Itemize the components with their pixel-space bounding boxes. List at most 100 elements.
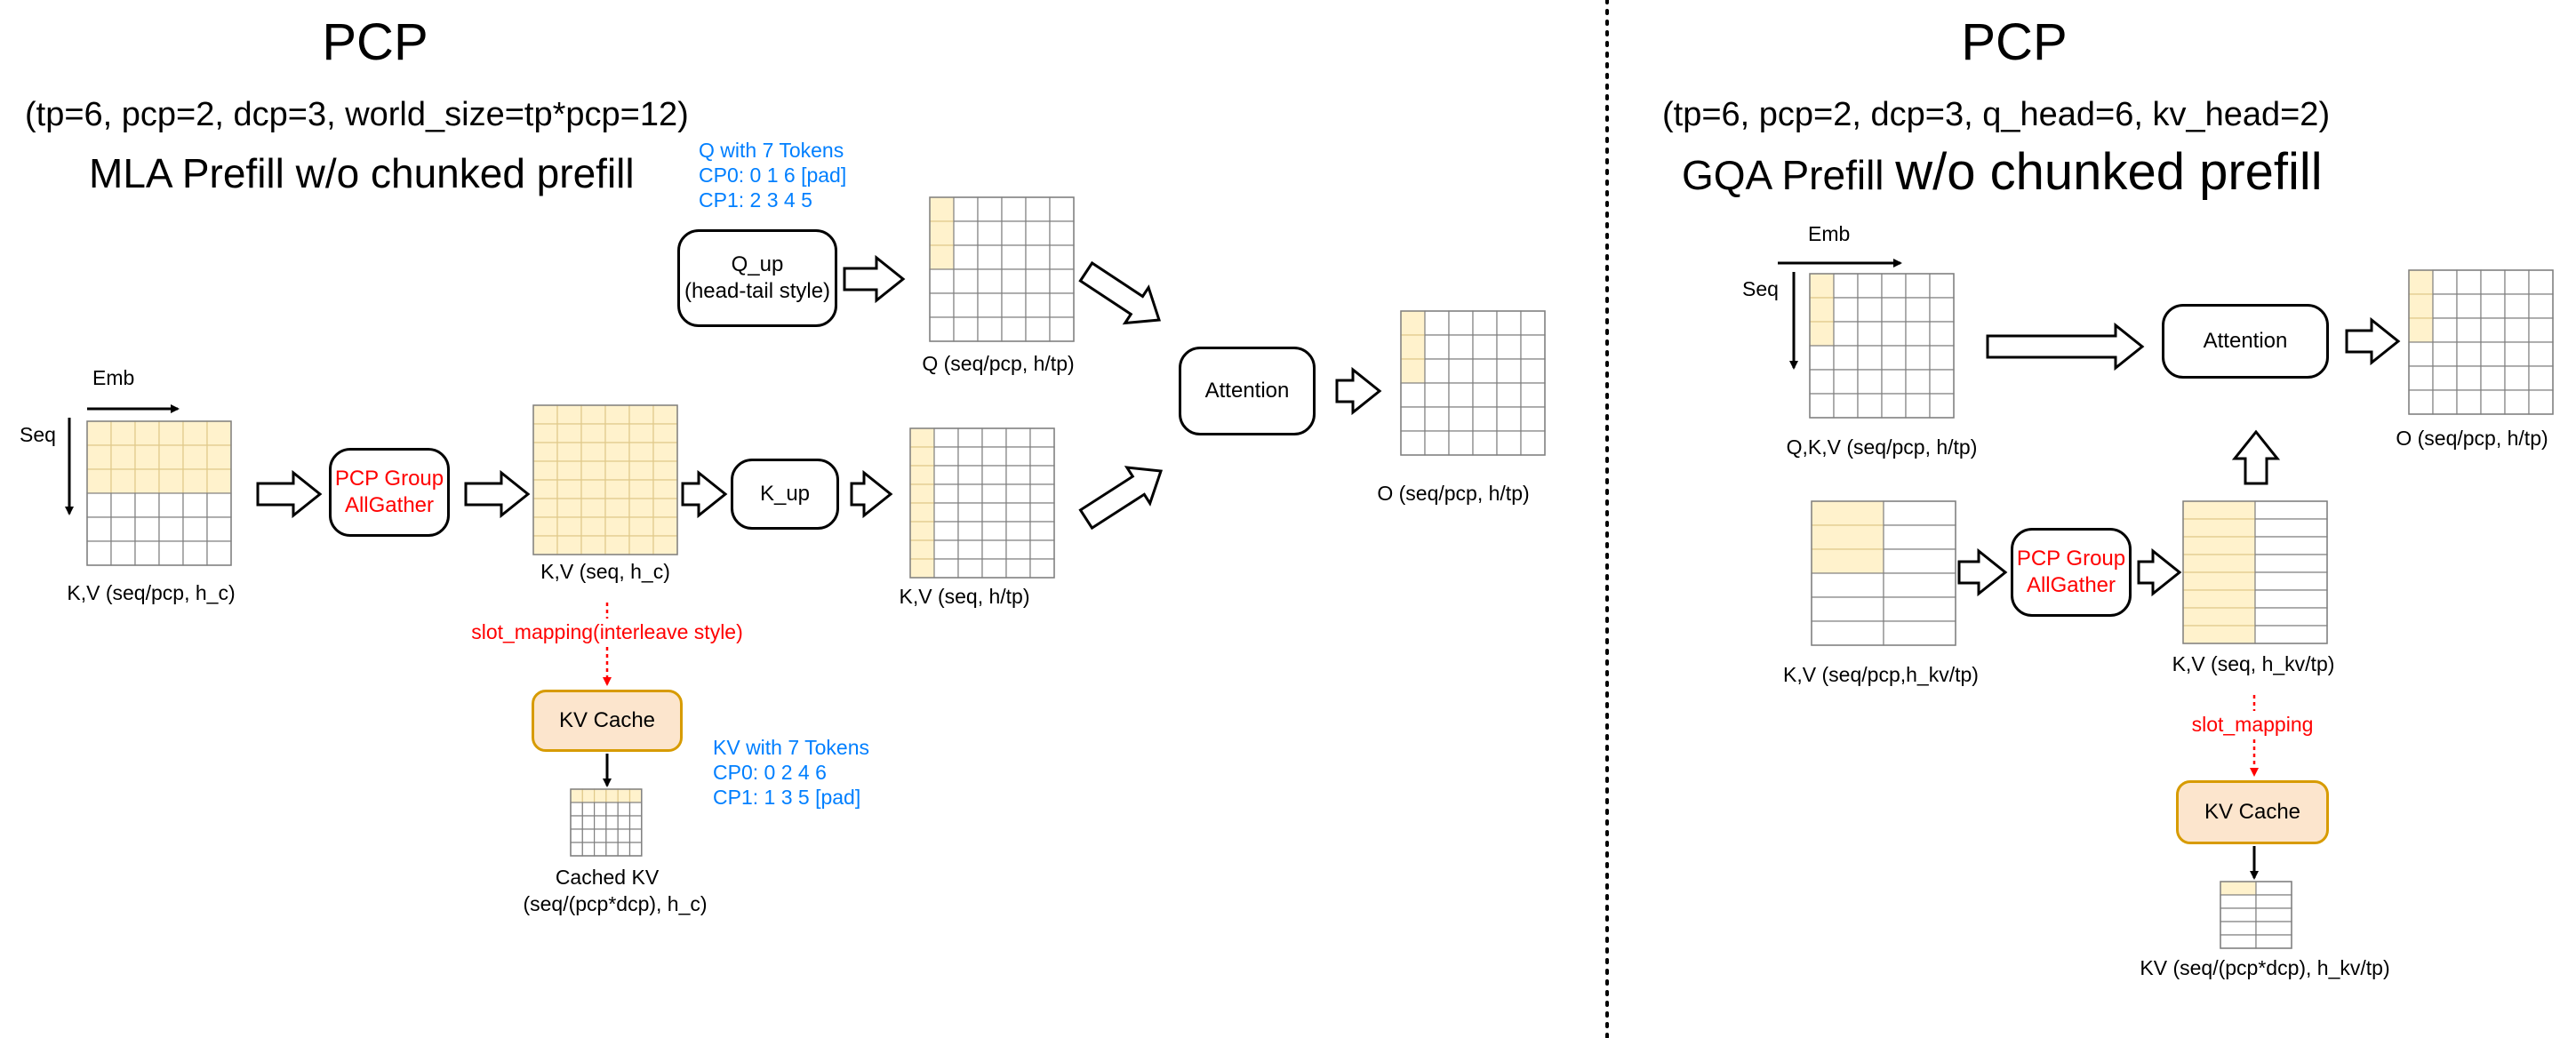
left-kv-in-grid-cell [158,444,184,470]
left-kv-up-grid-cell [957,539,983,560]
left-kv-up-grid-cell [933,465,959,485]
left-kv-up-grid-cell [1029,483,1055,504]
left-cached-kv-grid-cell [570,802,583,817]
left-o-grid-cell [1424,382,1450,408]
left-o-grid-cell [1424,310,1450,336]
left-kv-gather-grid-cell [652,535,678,555]
right-o-grid-cell [2480,341,2506,367]
left-q-grid-cell [977,316,1003,342]
left-cached-kv-grid-cell [628,802,643,817]
left-kv-up-grid-cell [1005,465,1031,485]
q-tokens-line2: CP0: 0 1 6 [pad] [699,164,847,187]
left-o-grid-cell [1400,406,1426,432]
left-kv-up-grid-cell [933,558,959,579]
left-pcp-allgather-box: PCP Group AllGather [329,448,450,537]
right-qkv-grid-cell [1905,297,1931,323]
right-qkv-grid-cell [1929,369,1955,395]
left-kv-up-grid-cell [957,521,983,541]
right-attention-box: Attention [2162,304,2329,379]
right-kv-in-grid-cell [1883,524,1956,550]
right-kv-in-grid-cell [1811,596,1884,622]
right-kv-gather-grid-border [2182,500,2328,644]
right-qkv-grid-cell [1905,345,1931,371]
left-kv-in-grid-cell [206,492,232,518]
right-kv-gather-grid-cell [2182,625,2256,644]
left-kv-in-grid-cell [206,444,232,470]
left-kv-in-label: K,V (seq/pcp, h_c) [67,581,236,604]
right-qkv-grid-cell [1857,369,1883,395]
left-kv-gather-grid-cell [556,535,582,555]
right-subtitle: GQA Prefill w/o chunked prefill [1682,143,2323,201]
right-qkv-grid-cell [1881,369,1907,395]
left-q-grid-cell [977,196,1003,222]
left-axis-seq: Seq [20,423,56,446]
left-kv-up-grid-cell [1029,465,1055,485]
left-o-grid-cell [1448,382,1474,408]
left-subtitle: MLA Prefill w/o chunked prefill [89,150,635,196]
left-cached-kv-grid-border [570,788,643,857]
left-cached-kv-grid-cell [617,842,631,857]
left-cached-kv-grid-cell [605,802,619,817]
left-kv-gather-grid-cell [580,442,606,462]
left-kv-in-grid-cell [206,420,232,446]
right-kv-in-grid-cell [1811,572,1884,598]
arrow-pcp-to-gather [464,469,531,519]
left-kv-gather-grid-cell [556,516,582,537]
left-kv-in-grid-cell [134,540,160,566]
right-qkv-grid-cell [1809,369,1835,395]
left-kv-gather-grid-cell [652,479,678,499]
left-kv-in-grid-cell [110,516,136,542]
left-kv-gather-grid-cell [532,535,558,555]
right-o-grid-cell [2408,341,2434,367]
left-kv-gather-grid-cell [580,535,606,555]
right-o-grid-cell [2408,317,2434,343]
left-kv-in-grid-cell [134,420,160,446]
left-kv-in-grid-cell [86,420,112,446]
left-kv-gather-grid-cell [556,479,582,499]
left-kv-in-grid-cell [182,420,208,446]
right-kv-in-label: K,V (seq/pcp,h_kv/tp) [1783,663,1979,686]
left-kv-up-grid-cell [981,558,1007,579]
left-kv-up-grid-border [909,427,1055,579]
left-cached-kv-grid-cell [593,828,607,843]
left-kv-up-grid-cell [1029,521,1055,541]
left-kv-gather-grid-cell [556,404,582,425]
right-qkv-grid-cell [1905,273,1931,299]
right-kv-cache-grid-cell [2220,907,2257,922]
right-o-grid-cell [2504,365,2530,391]
left-kv-up-grid-cell [1029,446,1055,467]
left-kv-up-grid-cell [909,502,935,523]
left-q-grid-cell [977,220,1003,246]
right-qkv-grid-cell [1929,273,1955,299]
right-kv-cache-grid-cell [2255,907,2292,922]
left-attention-box: Attention [1179,347,1316,435]
left-o-grid-cell [1472,358,1498,384]
left-kv-cache-box: KV Cache [532,690,683,752]
left-kv-gather-grid-cell [532,479,558,499]
left-cached-kv-grid-cell [570,842,583,857]
left-q-grid-cell [1001,196,1027,222]
left-q-grid-cell [929,220,955,246]
left-kv-up-grid-cell [981,446,1007,467]
left-kv-up-grid-cell [1029,427,1055,448]
left-o-grid-cell [1448,358,1474,384]
right-o-grid-cell [2528,293,2554,319]
left-kv-in-grid-cell [134,468,160,494]
kv-tokens-line2: CP0: 0 2 4 6 [713,761,827,784]
left-axis-emb: Emb [92,366,135,389]
left-o-grid-cell [1520,358,1546,384]
left-slot-mapping: slot_mapping(interleave style) [471,620,743,643]
right-o-grid-cell [2456,365,2482,391]
right-o-grid-cell [2456,317,2482,343]
left-kv-in-grid-cell [158,420,184,446]
left-kv-gather-grid-cell [604,535,630,555]
left-cached-kv-grid-cell [570,788,583,803]
left-cached-kv-grid-cell [605,842,619,857]
left-q-grid-cell [1049,244,1075,270]
left-kv-gather-grid-cell [580,516,606,537]
left-params: (tp=6, pcp=2, dcp=3, world_size=tp*pcp=1… [25,96,689,133]
left-q-grid-cell [977,268,1003,294]
left-o-grid-cell [1520,334,1546,360]
right-o-grid-cell [2408,389,2434,415]
